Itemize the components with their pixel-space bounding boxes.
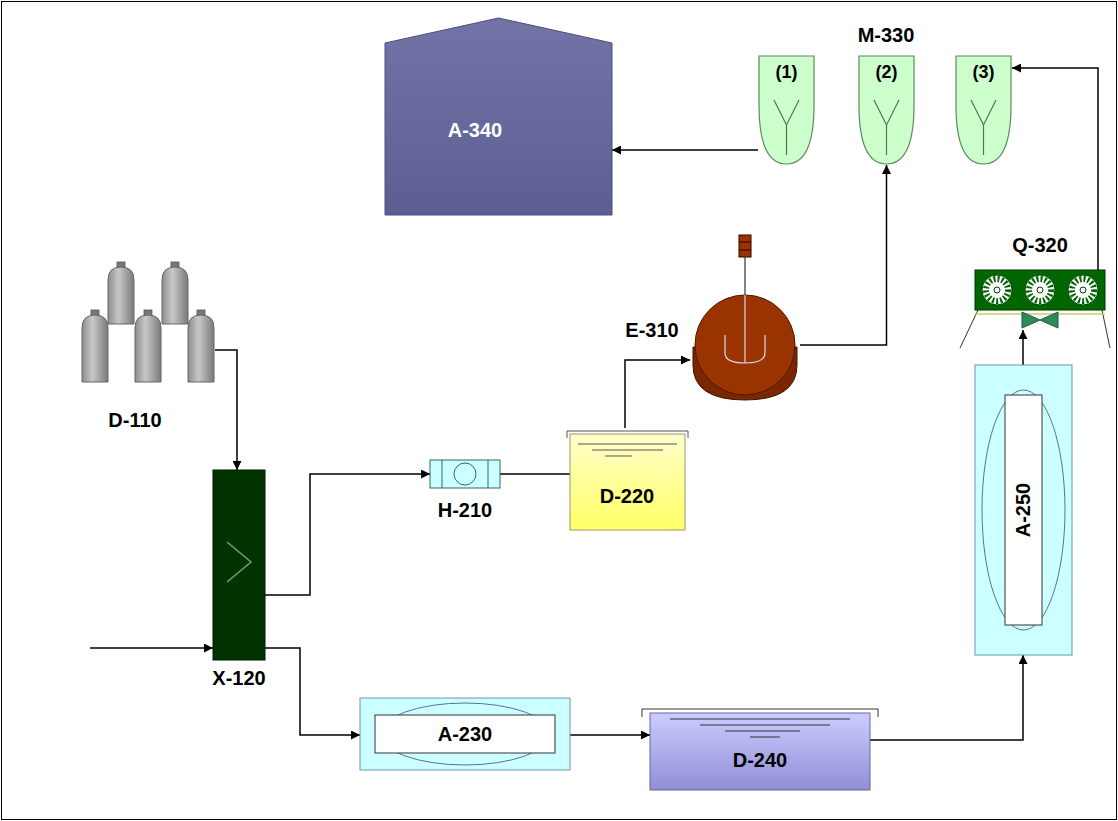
tank-box-outline (570, 428, 685, 530)
flow-connector (265, 648, 360, 735)
hopper-shape: (3) (955, 55, 1012, 165)
equipment-label: A-250 (1011, 483, 1035, 537)
screen-box-outline (975, 270, 1105, 330)
mixer-box-outline (213, 470, 265, 660)
flow-connector (265, 474, 430, 595)
tank-box: D-220 (570, 428, 685, 530)
warehouse-shape: A-340 (385, 18, 612, 215)
group-label: M-330 (858, 23, 915, 47)
equipment-label: D-110 (108, 408, 161, 432)
equipment-label: A-230 (438, 722, 492, 746)
reactor-vessel: E-310 (690, 300, 800, 400)
gas-cylinders: D-110 (80, 262, 215, 387)
flow-connector (800, 165, 887, 345)
flow-connector (500, 473, 570, 475)
equipment-label: E-310 (625, 318, 678, 342)
mixer-box: X-120 (213, 470, 265, 660)
equipment-label: Q-320 (1012, 233, 1068, 257)
pump-box-outline (430, 460, 500, 488)
flow-connector (570, 734, 650, 736)
equipment-label: (1) (776, 61, 798, 83)
flow-connector (1012, 68, 1098, 270)
equipment-label: (3) (973, 61, 995, 83)
reactor-vessel-outline (690, 300, 800, 400)
feed-arrow (90, 647, 213, 649)
flow-connector (625, 360, 690, 428)
basin-box-outline (650, 705, 870, 790)
equipment-label: (2) (876, 61, 898, 83)
flow-connector (215, 350, 237, 470)
equipment-label: X-120 (212, 666, 265, 690)
equipment-label: D-240 (733, 748, 787, 772)
equipment-label: D-220 (600, 484, 654, 508)
pump-box: H-210 (430, 460, 500, 488)
gas-cylinders-outline (80, 262, 215, 387)
warehouse-shape-outline (385, 18, 612, 215)
basin-box: D-240 (650, 705, 870, 790)
drum-box: A-250 (975, 365, 1072, 655)
screen-box: Q-320 (975, 270, 1105, 330)
drum-box: A-230 (360, 698, 570, 770)
hopper-shape: (2) (858, 55, 915, 165)
flow-connector (612, 149, 758, 151)
hopper-shape: (1) (758, 55, 815, 165)
flow-connector (1022, 330, 1024, 365)
flow-connector (870, 655, 1023, 740)
equipment-label: H-210 (438, 498, 492, 522)
equipment-label: A-340 (448, 118, 502, 142)
